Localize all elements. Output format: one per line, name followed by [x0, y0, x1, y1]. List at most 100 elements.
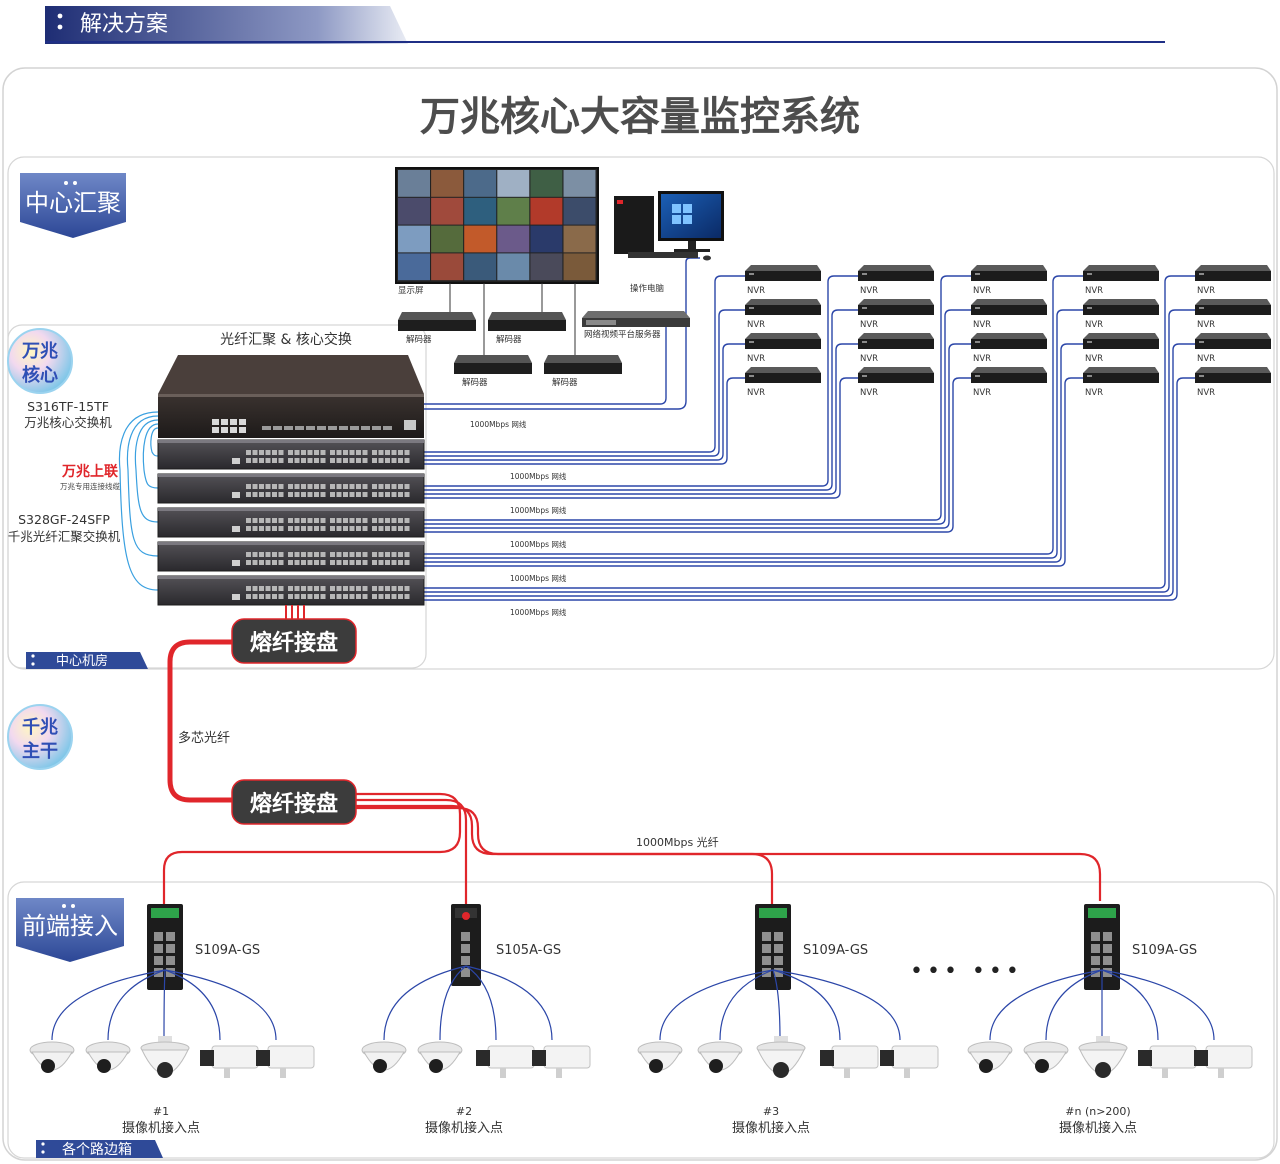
nvr-label: NVR: [747, 354, 765, 364]
sfp-port-icon: [330, 586, 335, 591]
sfp-port-icon: [404, 484, 410, 489]
camera-cable: [164, 969, 277, 1041]
sfp-port-icon: [320, 526, 326, 531]
nvr-front: [971, 305, 1047, 315]
sfp-port-icon: [288, 518, 293, 523]
camera-cable: [659, 969, 774, 1041]
splice-lower-label: 熔纤接盘: [250, 791, 338, 817]
nvr-label: NVR: [747, 286, 765, 296]
sfp-port-icon: [385, 594, 390, 599]
sfp-port-icon: [404, 420, 416, 430]
video-tile: [563, 197, 596, 225]
sfp-port-icon: [336, 526, 342, 531]
agg-switch-edge: [158, 542, 424, 545]
nvr-label: NVR: [860, 320, 878, 330]
dome-camera-icon: [361, 1041, 407, 1073]
nvr-top: [745, 299, 821, 305]
nvr-led: [975, 341, 980, 343]
bullet-hood: [820, 1050, 834, 1066]
sfp-port-icon: [383, 426, 392, 430]
agg-switch: [157, 507, 425, 538]
multicore-label: 多芯光纤: [178, 730, 230, 746]
sfp-port-icon: [301, 492, 306, 497]
sfp-port-icon: [259, 518, 264, 523]
sfp-port-icon: [378, 450, 384, 455]
nvr-front: [1083, 373, 1159, 383]
sfp-port-icon: [320, 484, 326, 489]
nvr-unit: NVR: [1195, 333, 1271, 364]
dome-camera-icon: [637, 1041, 683, 1073]
uplink-title: 万兆上联: [61, 464, 119, 480]
trunk-circle-badge: 千兆 主干: [7, 704, 73, 770]
cable-label: 1000Mbps 网线: [510, 539, 567, 549]
nvr-front: [745, 271, 821, 281]
agg-switch-edge: [158, 440, 424, 443]
sfp-port-icon: [343, 552, 348, 557]
page-title: 万兆核心大容量监控系统: [420, 94, 860, 140]
more-points-ellipsis: ••• •••: [910, 959, 1023, 984]
rj45-port-icon: [461, 944, 470, 953]
sfp-port-icon: [349, 484, 355, 489]
sfp-port-icon: [330, 518, 335, 523]
sfp-port-icon: [262, 426, 271, 430]
nvr-label: NVR: [1085, 354, 1103, 364]
sfp-port-icon: [284, 426, 293, 430]
sfp-port-icon: [307, 594, 313, 599]
access-switch-label-plate: [151, 908, 179, 918]
decoder-label: 解码器: [462, 377, 488, 388]
bullet-camera-icon: [256, 1045, 315, 1078]
sfp-port-icon: [398, 484, 403, 489]
access-point-number: #1: [153, 1105, 169, 1118]
sfp-port-icon: [272, 518, 277, 523]
access-point-label: 摄像机接入点: [732, 1120, 810, 1136]
dome-lens: [709, 1059, 723, 1073]
agg-desc: 千兆光纤汇聚交换机: [8, 529, 121, 544]
sfp-port-icon: [265, 560, 271, 565]
sfp-port-icon: [294, 594, 300, 599]
sfp-port-icon: [343, 586, 348, 591]
sfp-port-icon: [378, 518, 384, 523]
sfp-port-icon: [398, 450, 403, 455]
sfp-port-icon: [307, 492, 313, 497]
fiber-port-icon: [462, 912, 470, 920]
nvr-front: [745, 339, 821, 349]
decoder: 解码器: [398, 312, 476, 345]
sfp-port-icon: [349, 526, 355, 531]
nvr-unit: NVR: [1195, 299, 1271, 330]
front-zone-badge: 前端接入: [16, 898, 124, 962]
nvr-unit: NVR: [971, 367, 1047, 398]
nvr-top: [745, 333, 821, 339]
sfp-port-icon: [336, 560, 342, 565]
sfp-port-icon: [246, 594, 251, 599]
sfp-port-icon: [404, 492, 410, 497]
section-header: 解决方案: [45, 6, 1165, 44]
sfp-port-icon: [314, 526, 319, 531]
bullet-body: [1149, 1045, 1197, 1069]
sfp-port-icon: [278, 560, 284, 565]
camera-cable: [51, 969, 166, 1041]
sfp-port-icon: [398, 586, 403, 591]
dome-camera-icon: [967, 1041, 1013, 1073]
sfp-port-icon: [320, 458, 326, 463]
sfp-port-icon: [372, 552, 377, 557]
decoder-label: 解码器: [496, 334, 522, 345]
sfp-port-icon: [314, 458, 319, 463]
nvr-cable: [424, 275, 971, 521]
sfp-port-icon: [372, 492, 377, 497]
sfp-port-icon: [336, 492, 342, 497]
sfp-port-icon: [385, 552, 390, 557]
decoder-label: 解码器: [406, 334, 432, 345]
sfp-port-icon: [330, 458, 335, 463]
sfp-port-icon: [307, 518, 313, 523]
sfp-port-icon: [372, 586, 377, 591]
ptz-mount: [1096, 1036, 1110, 1046]
bullet-camera-icon: [880, 1045, 939, 1078]
sfp-port-icon: [246, 518, 251, 523]
sfp-port-icon: [372, 526, 377, 531]
sfp-port-icon: [246, 560, 251, 565]
sfp-port-icon: [301, 552, 306, 557]
cable-label: 1000Mbps 网线: [510, 505, 567, 515]
sfp-port-icon: [343, 526, 348, 531]
sfp-port-icon: [307, 552, 313, 557]
decoder-top: [398, 312, 476, 320]
